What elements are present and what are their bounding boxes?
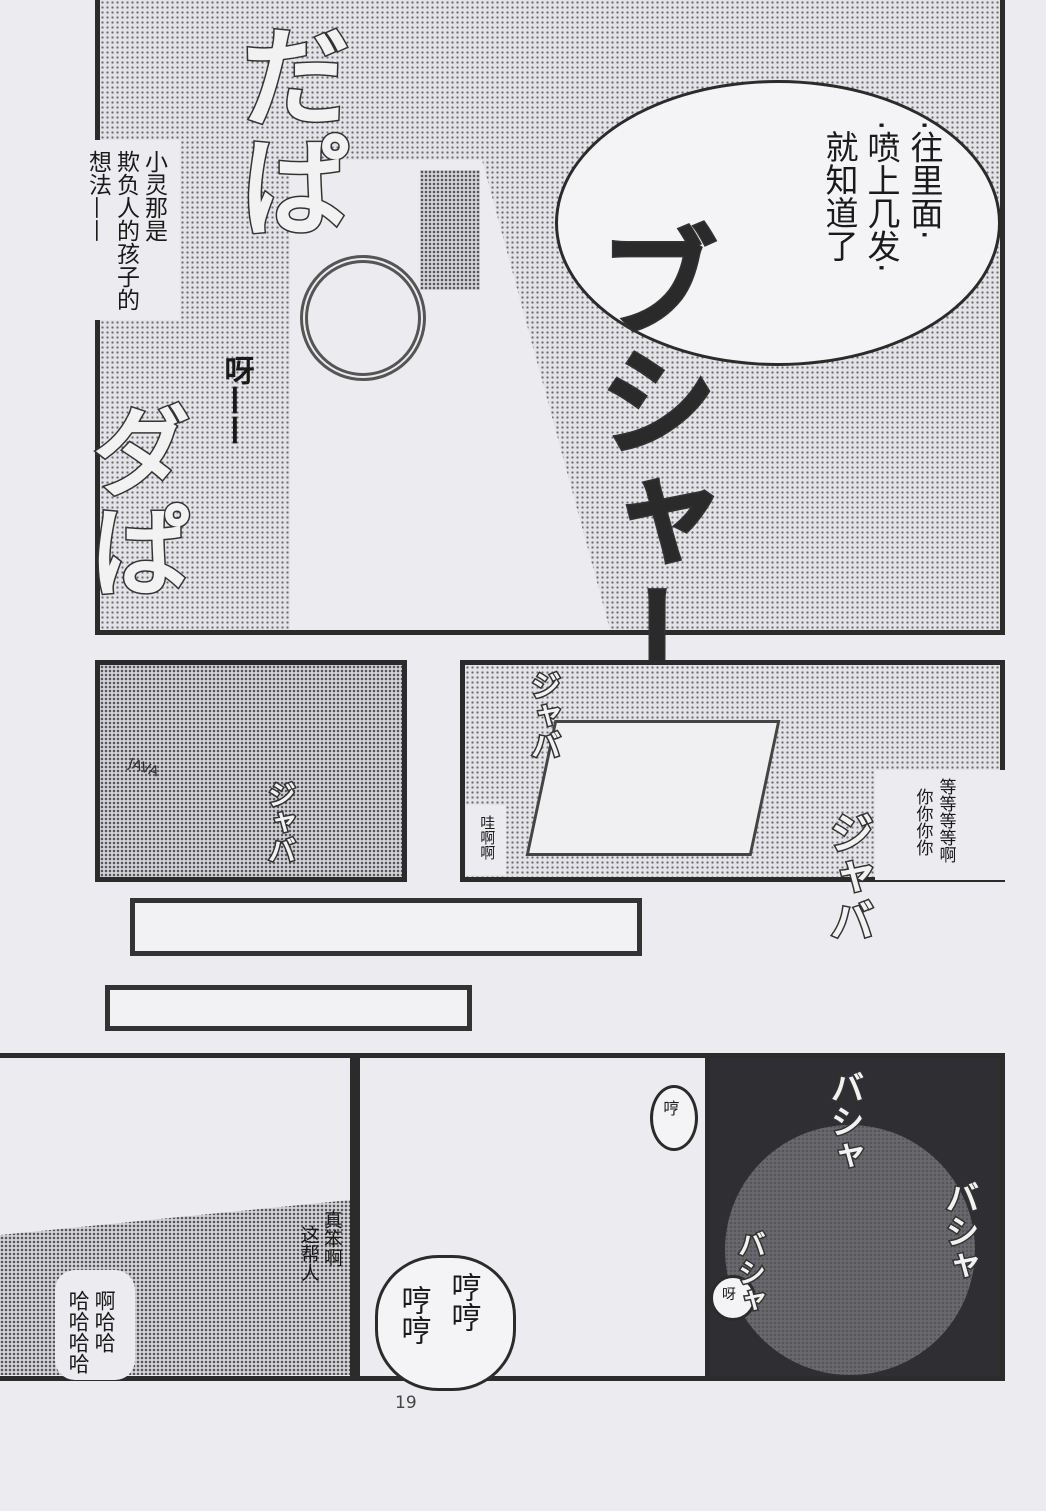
sfx-basha-3: バシャ [733,1229,769,1316]
panel-ceiling [95,660,407,882]
bubble-line-1: ·往里面· [904,120,944,240]
laugh-line-1: 啊哈哈 [92,1290,117,1353]
sfx-bushaa: ブシャー [576,219,720,702]
wait-line-1: 等等等等啊 [935,778,956,863]
narration-area [50,140,180,320]
narration-line-1: 小灵那是 [140,150,167,242]
hose-coil [300,255,426,381]
cry-small: 呀 [722,1287,736,1303]
scream-text: 哇啊啊 [478,815,497,860]
speech-bubble [555,80,1001,366]
fools-line-1: 真笨啊 [320,1210,343,1267]
blank-panel-2 [105,985,472,1031]
page-number: 19 [395,1393,417,1413]
bubble-line-3: 就知道了 [819,130,859,262]
blank-panel-1 [130,898,642,956]
hmph-line-2: 哼哼 [395,1285,431,1345]
cry-text: 呀—— [218,355,254,445]
fools-line-2: 这帮人 [297,1225,320,1282]
tiled-wall [420,170,480,290]
narration-line-2: 欺负人的孩子的 [112,150,139,311]
cry-small-bubble [710,1275,756,1321]
water-ball [725,1125,975,1375]
sfx-basha-1: バシャ [823,1069,866,1174]
laugh-line-2: 哈哈哈哈 [66,1290,91,1374]
sfx-basha-2: バシャ [938,1179,981,1284]
sfx-dapa-2: ダぱ [72,399,193,602]
wait-line-2: 你你你你 [912,788,933,856]
scream-area [466,805,506,875]
bubble-line-2: ·喷上几发· [861,120,901,273]
sfx-jaba-2: ジャバ [821,809,875,944]
sfx-jaba-1: ジャバ [524,669,562,762]
hmph-line-1: 哼哼 [445,1272,481,1332]
hmph-small-bubble [650,1085,698,1151]
hmph-small: 哼 [660,1100,680,1116]
laugh-area [55,1270,135,1380]
hmph-bubble [375,1255,516,1391]
narration-line-3: 想法—— [84,150,111,242]
sfx-dapa-1: だぱ [220,19,352,242]
sfx-jaba-panel2: ジャバ [263,779,299,866]
wait-bubble [875,770,1005,880]
